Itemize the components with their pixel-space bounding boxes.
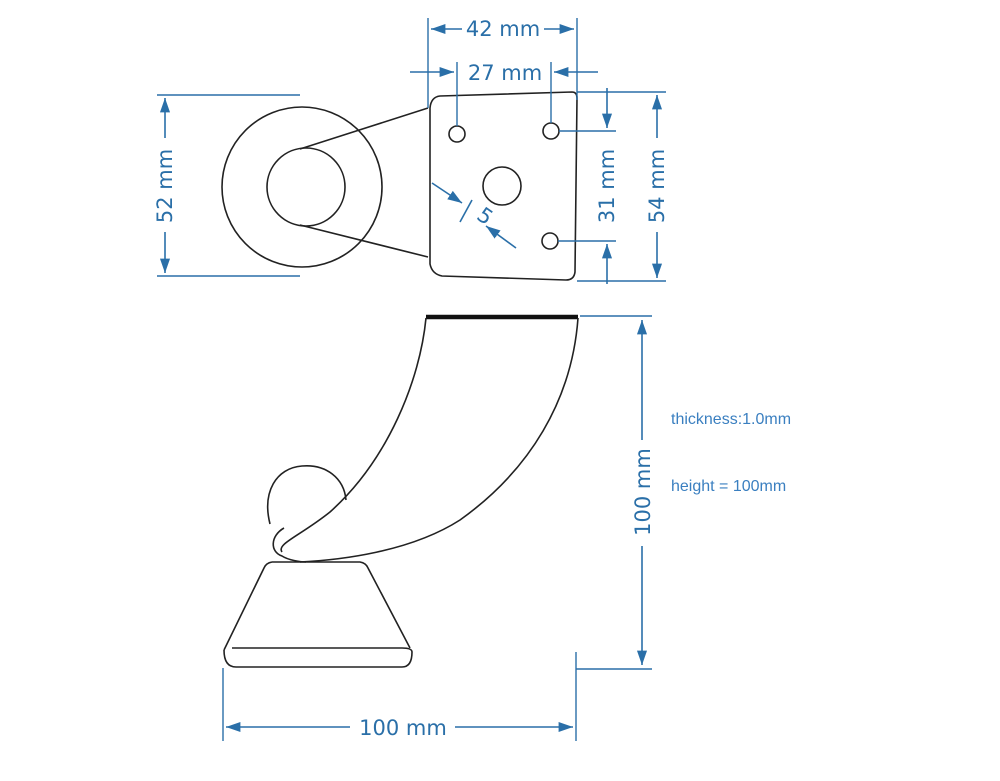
dimension-52mm: 52 mm (153, 94, 300, 277)
dimension-label-100mm-vertical: 100 mm (631, 448, 655, 536)
thickness-note: thickness:1.0mm (671, 411, 791, 428)
dimension-100mm-vertical: 100 mm (576, 315, 655, 670)
dimension-label-31mm: 31 mm (595, 149, 619, 223)
dimension-label-100mm-horizontal: 100 mm (359, 716, 447, 740)
dimension-31mm: 31 mm (558, 88, 619, 284)
wheel-dome (266, 465, 347, 525)
dimension-label-hole-5: 5 (473, 203, 498, 230)
dimension-label-54mm: 54 mm (645, 149, 669, 223)
plate-hole-bottom-right (541, 232, 559, 250)
wheel-outer-circle (221, 106, 383, 268)
plate-hole-top-left (448, 125, 466, 143)
side-view (223, 314, 579, 668)
dimension-100mm-horizontal: 100 mm (222, 652, 577, 741)
dimension-42mm: 42 mm (427, 17, 578, 108)
top-view (221, 91, 578, 281)
plate-center-hole (482, 166, 522, 206)
height-note: height = 100mm (671, 478, 786, 495)
dimension-54mm: 54 mm (577, 91, 669, 282)
curved-leg-inner (299, 317, 579, 563)
dimension-label-27mm: 27 mm (468, 61, 542, 85)
mounting-plate (429, 91, 578, 281)
base-cone (223, 561, 411, 651)
dimension-label-42mm: 42 mm (466, 17, 540, 41)
base-foot (223, 647, 413, 668)
wheel-hub-circle (266, 147, 346, 227)
dimension-label-52mm: 52 mm (153, 149, 177, 223)
dimension-27mm: 27 mm (410, 61, 598, 126)
caster-arm (299, 107, 429, 258)
dimension-hole-5: 5 (431, 182, 517, 249)
plate-hole-top-right (542, 122, 560, 140)
curved-leg (280, 317, 427, 553)
